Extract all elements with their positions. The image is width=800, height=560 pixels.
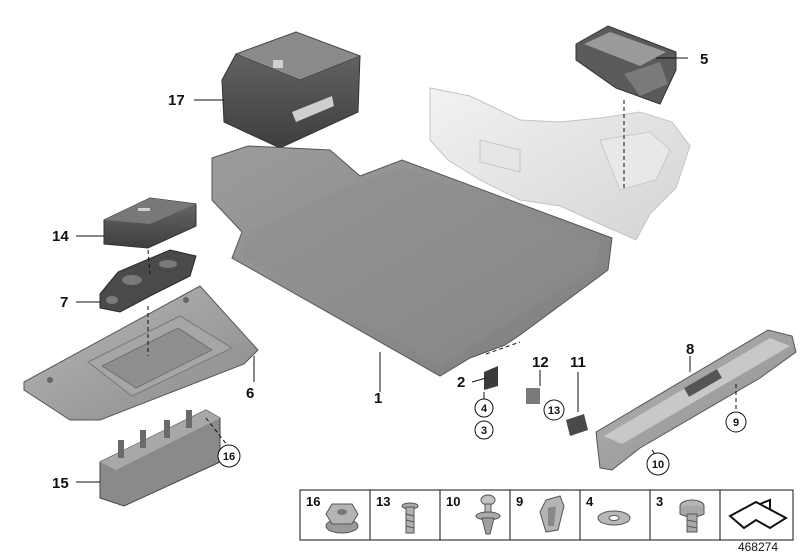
fastener-table: 16 13 10 9 4 3	[299, 489, 794, 541]
callout-11: 11	[570, 354, 586, 371]
table-cell-label: 13	[376, 494, 390, 509]
table-cell-label: 16	[306, 494, 320, 509]
dashed-10	[651, 449, 657, 457]
washer-icon	[597, 510, 631, 526]
side-trim-panel	[429, 87, 691, 241]
holder-block-part	[99, 409, 221, 507]
svg-text:10: 10	[652, 459, 664, 471]
leader-2	[471, 377, 487, 383]
circled-callout-10: 10	[646, 452, 670, 476]
callout-5: 5	[700, 51, 708, 68]
callout-14: 14	[52, 228, 69, 245]
svg-text:9: 9	[733, 417, 739, 429]
table-cell-label: 9	[516, 494, 523, 509]
svg-text:13: 13	[548, 405, 560, 417]
tray-part	[575, 25, 677, 105]
floor-mat-part	[211, 145, 613, 377]
screw-icon	[401, 502, 419, 534]
callout-1: 1	[374, 390, 382, 407]
circled-callout-9: 9	[725, 411, 747, 433]
bracket-parts	[484, 366, 588, 436]
circled-callout-3: 3	[474, 420, 494, 440]
circled-callout-16: 16	[217, 444, 241, 468]
clip-icon	[539, 495, 565, 533]
table-cell-label: 4	[586, 494, 594, 509]
lid-box-part	[103, 197, 197, 249]
torx-bolt-icon	[679, 499, 705, 533]
circled-callout-13: 13	[543, 399, 565, 421]
push-rivet-icon	[475, 494, 501, 535]
dashed-16	[205, 417, 229, 447]
tray-mat-part	[23, 285, 259, 421]
svg-text:3: 3	[481, 425, 487, 437]
callout-12: 12	[532, 354, 549, 371]
callout-17: 17	[168, 92, 185, 109]
callout-8: 8	[686, 341, 694, 358]
circled-callout-4: 4	[474, 398, 494, 418]
reference-number: 468274	[737, 540, 778, 554]
callout-6: 6	[246, 385, 254, 402]
storage-box-part	[221, 31, 362, 149]
callout-15: 15	[52, 475, 69, 492]
callout-7: 7	[60, 294, 68, 311]
table-cell-label: 10	[446, 494, 460, 509]
svg-text:4: 4	[481, 403, 488, 415]
svg-text:16: 16	[223, 451, 235, 463]
section-symbol-icon	[728, 498, 788, 530]
tool-holder-part	[99, 249, 197, 313]
table-cell-label: 3	[656, 494, 663, 509]
callout-2: 2	[457, 374, 465, 391]
dashed-2	[485, 341, 521, 355]
hex-nut-icon	[325, 503, 359, 534]
sill-trim-part	[595, 329, 797, 471]
